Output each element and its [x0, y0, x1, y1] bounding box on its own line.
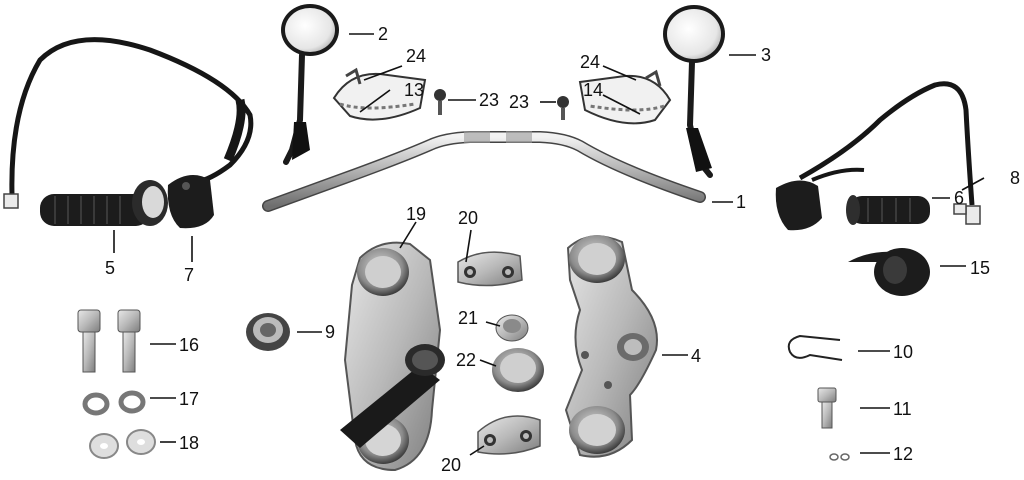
left-switch-harness	[3, 37, 254, 209]
dust-cover	[492, 348, 544, 392]
handlebar	[262, 131, 706, 212]
callout-13: 13	[404, 80, 425, 100]
callout-14: 14	[583, 80, 604, 100]
right-mirror	[663, 5, 725, 178]
right-grip	[846, 195, 930, 225]
callout-6: 6	[954, 188, 965, 208]
callout-1: 1	[736, 192, 747, 212]
left-mirror	[281, 4, 339, 165]
clamp-bolt	[77, 309, 101, 373]
callout-4: 4	[691, 346, 702, 366]
small-bolt	[817, 387, 837, 429]
callout-3: 3	[761, 45, 772, 65]
callout-5: 5	[105, 258, 116, 278]
callout-17: 17	[179, 389, 200, 409]
left-grip	[40, 180, 168, 226]
callout-11: 11	[893, 399, 912, 419]
handlebar-clamp-upper	[457, 251, 523, 287]
retaining-clip	[787, 334, 843, 361]
callout-18: 18	[179, 433, 200, 453]
callout-22: 22	[456, 350, 477, 370]
steering-nut	[495, 314, 529, 342]
small-o-ring	[829, 453, 850, 461]
callout-20-lower: 20	[441, 455, 462, 475]
callout-15: 15	[970, 258, 991, 278]
callout-19: 19	[406, 204, 427, 224]
callout-10: 10	[893, 342, 914, 362]
callout-20-upper: 20	[458, 208, 479, 228]
lower-triple-clamp	[340, 241, 445, 472]
right-switch-harness	[798, 81, 981, 225]
upper-triple-clamp	[564, 235, 658, 458]
callout-23-left: 23	[479, 90, 500, 110]
clamp-bolt	[117, 309, 141, 373]
leader-lines	[113, 33, 985, 456]
handlebar-clamp-lower	[477, 415, 541, 455]
callout-8: 8	[1010, 168, 1021, 188]
flat-washer	[89, 429, 156, 459]
callout-21: 21	[458, 308, 479, 328]
right-hand-guard	[578, 69, 672, 125]
callout-7: 7	[184, 265, 195, 285]
callout-12: 12	[893, 444, 914, 464]
left-switch-housing	[167, 175, 214, 229]
left-guard-bolt	[434, 89, 446, 115]
right-guard-bolt	[557, 96, 569, 120]
callout-24-right: 24	[580, 52, 601, 72]
callout-24-left: 24	[406, 46, 427, 66]
throttle-housing	[848, 248, 930, 296]
right-switch-housing	[775, 180, 822, 231]
lock-washer	[82, 390, 146, 416]
callout-2: 2	[378, 24, 389, 44]
callout-16: 16	[179, 335, 200, 355]
callout-9: 9	[325, 322, 336, 342]
callout-23-right: 23	[509, 92, 530, 112]
steering-bearing	[246, 313, 290, 351]
